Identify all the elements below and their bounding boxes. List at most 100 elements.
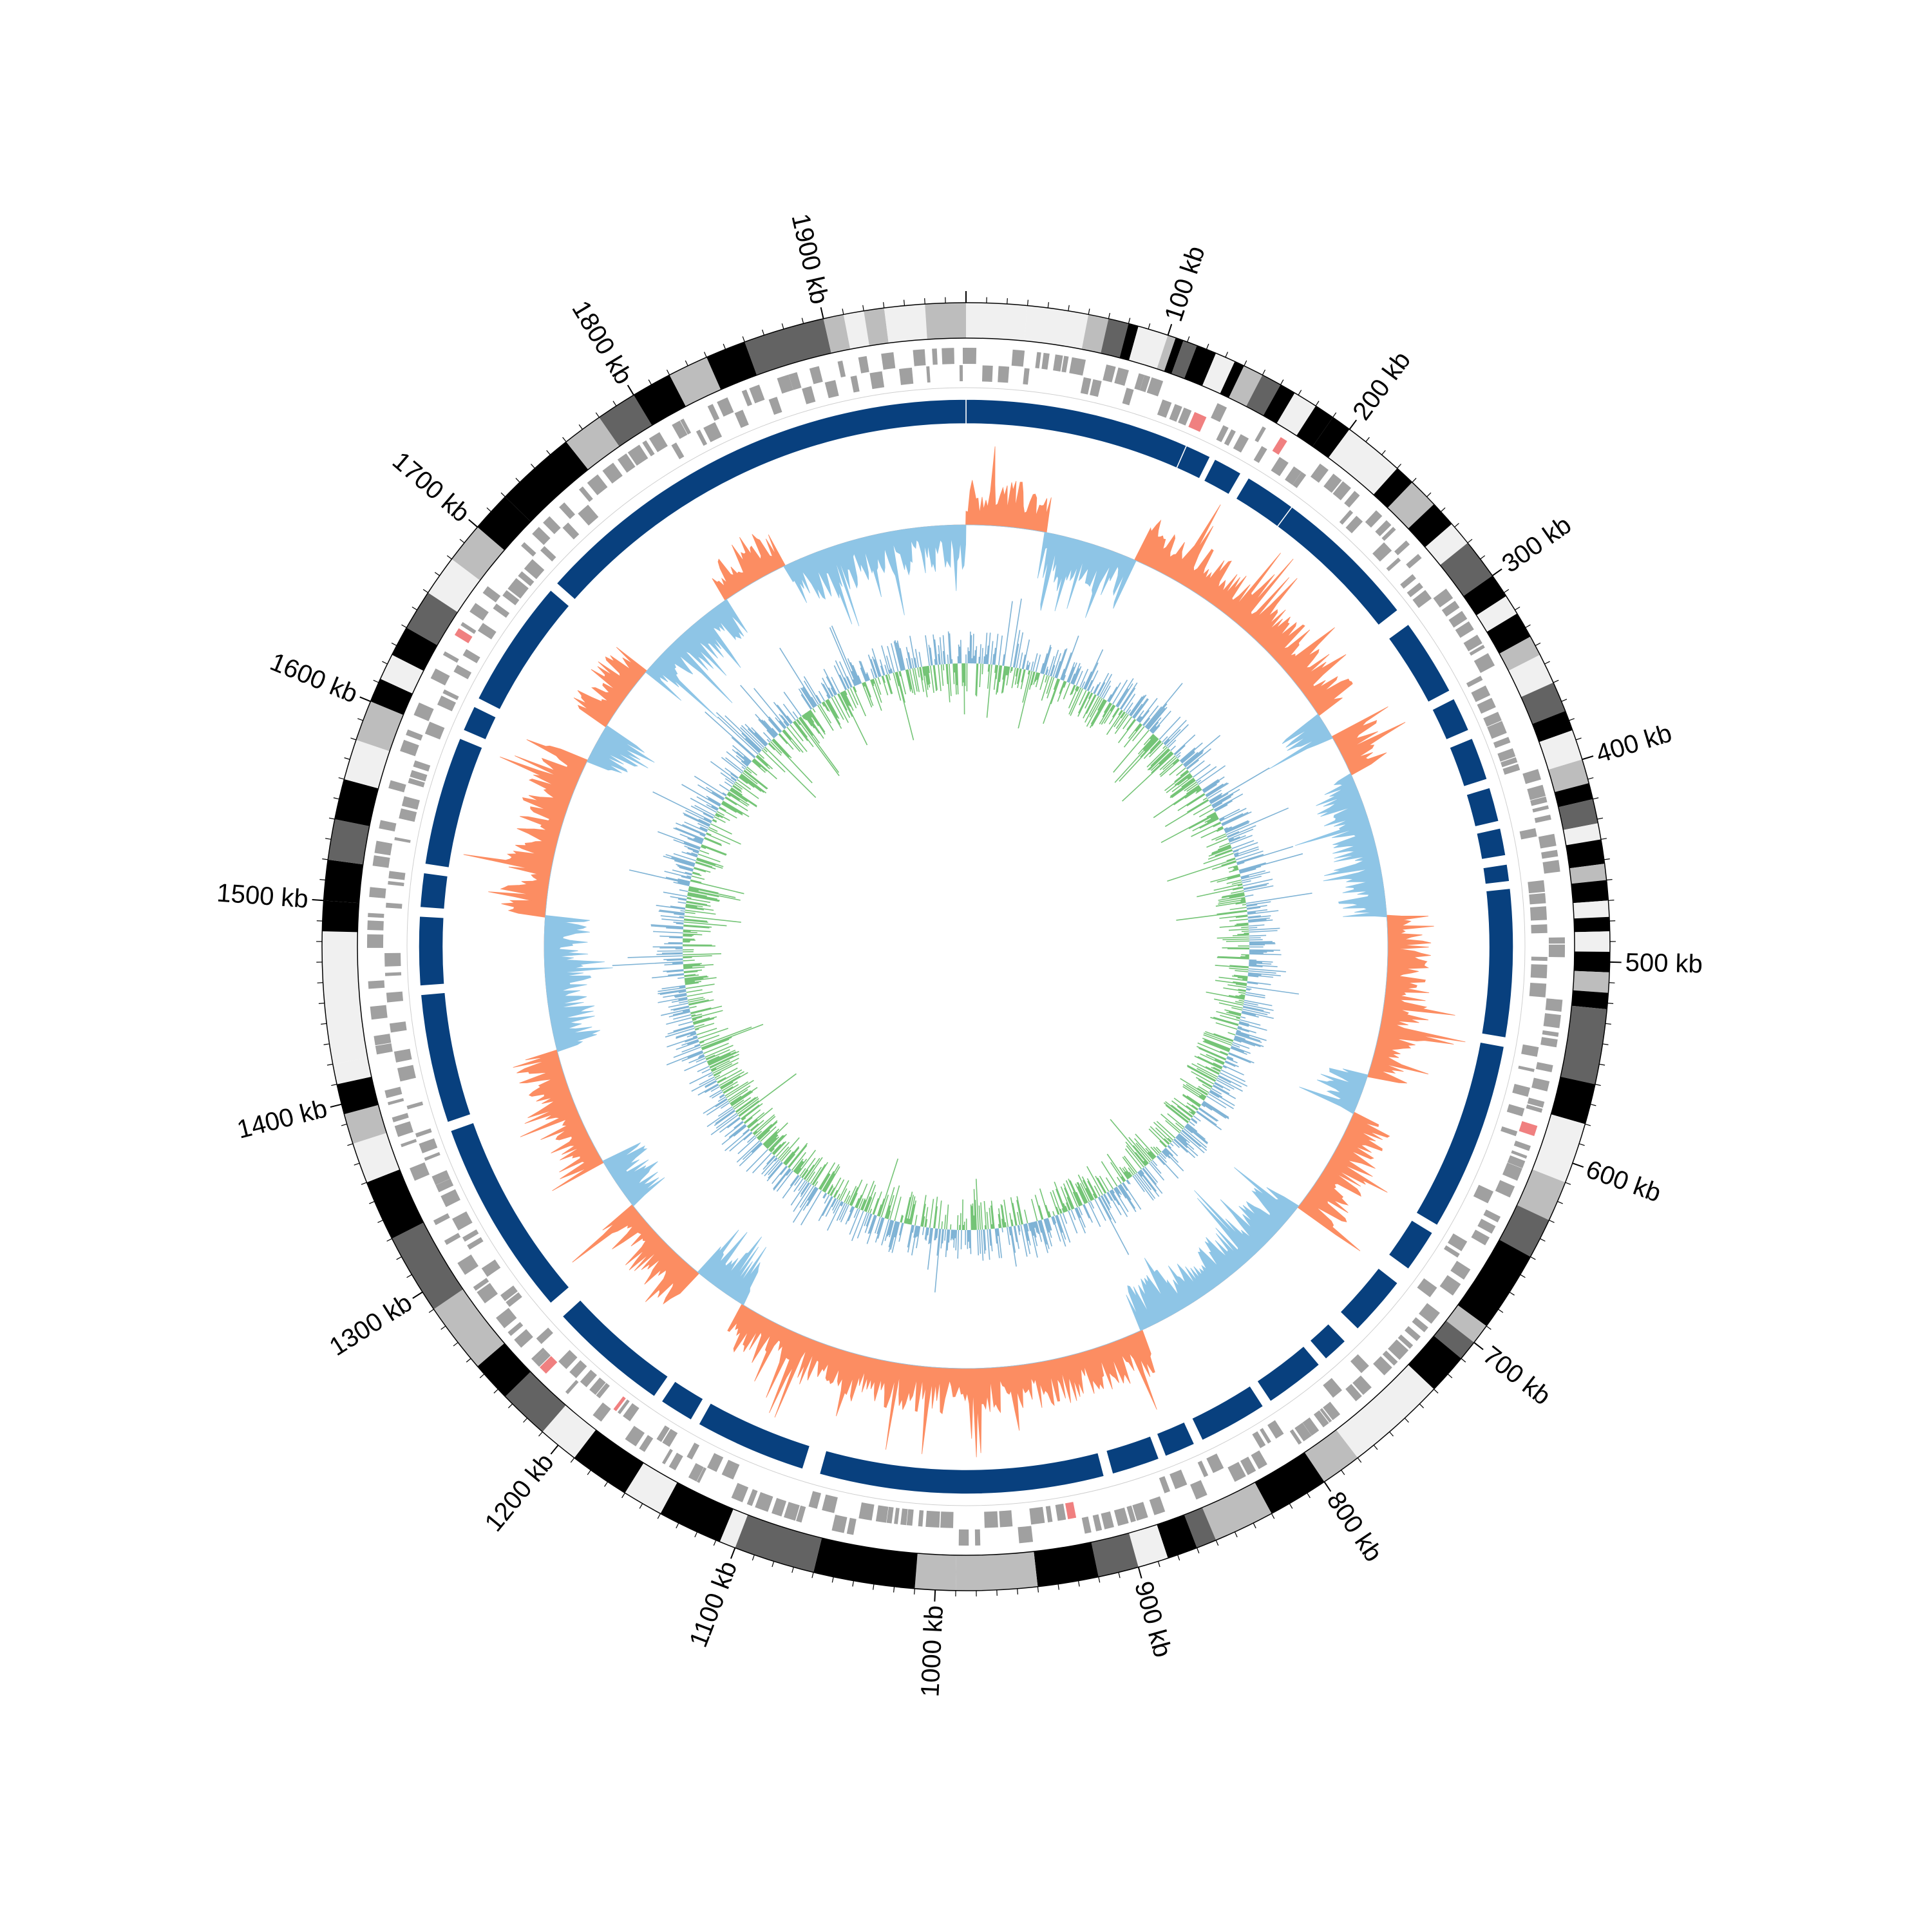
- minor-tick: [657, 1513, 661, 1519]
- minor-tick: [350, 737, 357, 741]
- gene-feature: [1412, 590, 1432, 609]
- gene-feature: [444, 1233, 461, 1245]
- minor-tick: [831, 1577, 834, 1583]
- gene-feature: [688, 1463, 704, 1482]
- ideogram-band: [1508, 654, 1554, 697]
- contig-block: [661, 1380, 705, 1421]
- gene-feature: [1529, 893, 1546, 905]
- gene-feature: [1227, 1461, 1246, 1482]
- gene-feature: [1483, 1209, 1501, 1223]
- gene-feature: [460, 621, 477, 634]
- gene-feature: [672, 421, 688, 439]
- contig-block: [462, 705, 497, 741]
- minor-tick: [562, 437, 567, 442]
- ideogram-band: [1220, 361, 1244, 398]
- gene-feature: [1519, 828, 1537, 840]
- ideogram-band: [864, 308, 889, 346]
- minor-tick: [1535, 642, 1541, 647]
- minor-tick: [762, 329, 765, 336]
- gene-feature: [1126, 1505, 1136, 1523]
- contig-block: [1431, 697, 1470, 741]
- gene-feature: [1372, 542, 1392, 562]
- gene-feature: [442, 689, 459, 701]
- gene-feature: [668, 1452, 683, 1471]
- ideogram-band: [1129, 1524, 1168, 1567]
- ideogram-band: [344, 1104, 387, 1144]
- gene-feature: [506, 1292, 522, 1307]
- gene-feature: [532, 527, 551, 545]
- minor-tick: [546, 450, 551, 455]
- gene-feature: [384, 972, 402, 976]
- contig-block: [1203, 458, 1242, 495]
- gene-feature: [368, 913, 384, 918]
- minor-tick: [1157, 1561, 1160, 1567]
- minor-tick: [587, 1470, 591, 1475]
- ideogram-band: [1551, 1076, 1595, 1124]
- ideogram-band: [1434, 1320, 1474, 1359]
- gene-feature: [906, 1509, 914, 1526]
- minor-tick: [723, 343, 726, 350]
- gene-feature: [1501, 757, 1518, 768]
- gene-feature: [858, 1502, 875, 1521]
- minor-tick: [1280, 379, 1284, 385]
- ideogram-band: [477, 1343, 531, 1397]
- minor-tick: [742, 336, 745, 343]
- ideogram-band: [1157, 335, 1176, 372]
- gene-feature: [462, 1229, 479, 1242]
- gene-feature: [1023, 368, 1030, 385]
- gene-feature: [1255, 426, 1266, 442]
- minor-tick: [1565, 1182, 1571, 1185]
- gene-feature: [1466, 676, 1483, 688]
- gene-feature: [1386, 557, 1401, 571]
- gene-feature: [1439, 1274, 1461, 1296]
- gene-feature: [500, 1285, 518, 1302]
- tick-label: 800 kb: [1321, 1487, 1387, 1567]
- gene-feature: [687, 1443, 700, 1460]
- gene-feature: [746, 1489, 758, 1506]
- gene-feature: [1502, 1162, 1522, 1181]
- ideogram-band: [843, 310, 869, 350]
- contig-block: [1415, 1041, 1505, 1226]
- gene-feature: [1169, 404, 1182, 422]
- gene-feature: [507, 1321, 524, 1336]
- tick-label: 300 kb: [1497, 511, 1577, 578]
- minor-tick: [338, 777, 345, 780]
- tick-label: 1200 kb: [479, 1448, 559, 1537]
- gene-feature: [1053, 354, 1063, 372]
- gene-feature: [1029, 1506, 1045, 1525]
- gene-feature: [662, 1428, 678, 1447]
- gene-feature: [1101, 1511, 1114, 1530]
- minor-tick: [538, 1431, 543, 1437]
- ideogram-band: [914, 1553, 956, 1591]
- gene-feature: [1397, 1334, 1414, 1349]
- gene-feature: [1477, 697, 1496, 714]
- gene-feature: [578, 486, 593, 502]
- gene-feature: [772, 1497, 787, 1517]
- minor-tick: [666, 370, 670, 375]
- gene-feature: [875, 1505, 889, 1523]
- gene-feature: [1406, 582, 1423, 598]
- minor-tick: [500, 492, 506, 497]
- ideogram-band: [1255, 1452, 1325, 1514]
- gene-feature: [1260, 1428, 1271, 1444]
- gene-feature: [940, 1511, 954, 1528]
- minor-tick: [391, 642, 397, 647]
- gene-feature: [431, 1170, 451, 1186]
- gene-feature: [1302, 1417, 1320, 1436]
- gene-feature: [1477, 1218, 1496, 1234]
- minor-tick: [1289, 1503, 1293, 1509]
- minor-tick: [570, 1457, 575, 1463]
- minor-tick: [1177, 1555, 1180, 1561]
- contig-block: [424, 737, 484, 869]
- minor-tick: [1587, 777, 1594, 780]
- gene-feature: [386, 902, 402, 909]
- minor-tick: [1234, 1531, 1238, 1538]
- gene-feature: [974, 1529, 981, 1546]
- ideogram-band: [322, 900, 359, 933]
- gene-feature: [1531, 1077, 1550, 1092]
- gene-feature: [1448, 1233, 1468, 1251]
- ideogram-band: [660, 1482, 734, 1542]
- gene-feature: [1251, 1450, 1267, 1470]
- gene-feature: [1507, 1155, 1526, 1169]
- minor-tick: [1419, 1403, 1425, 1408]
